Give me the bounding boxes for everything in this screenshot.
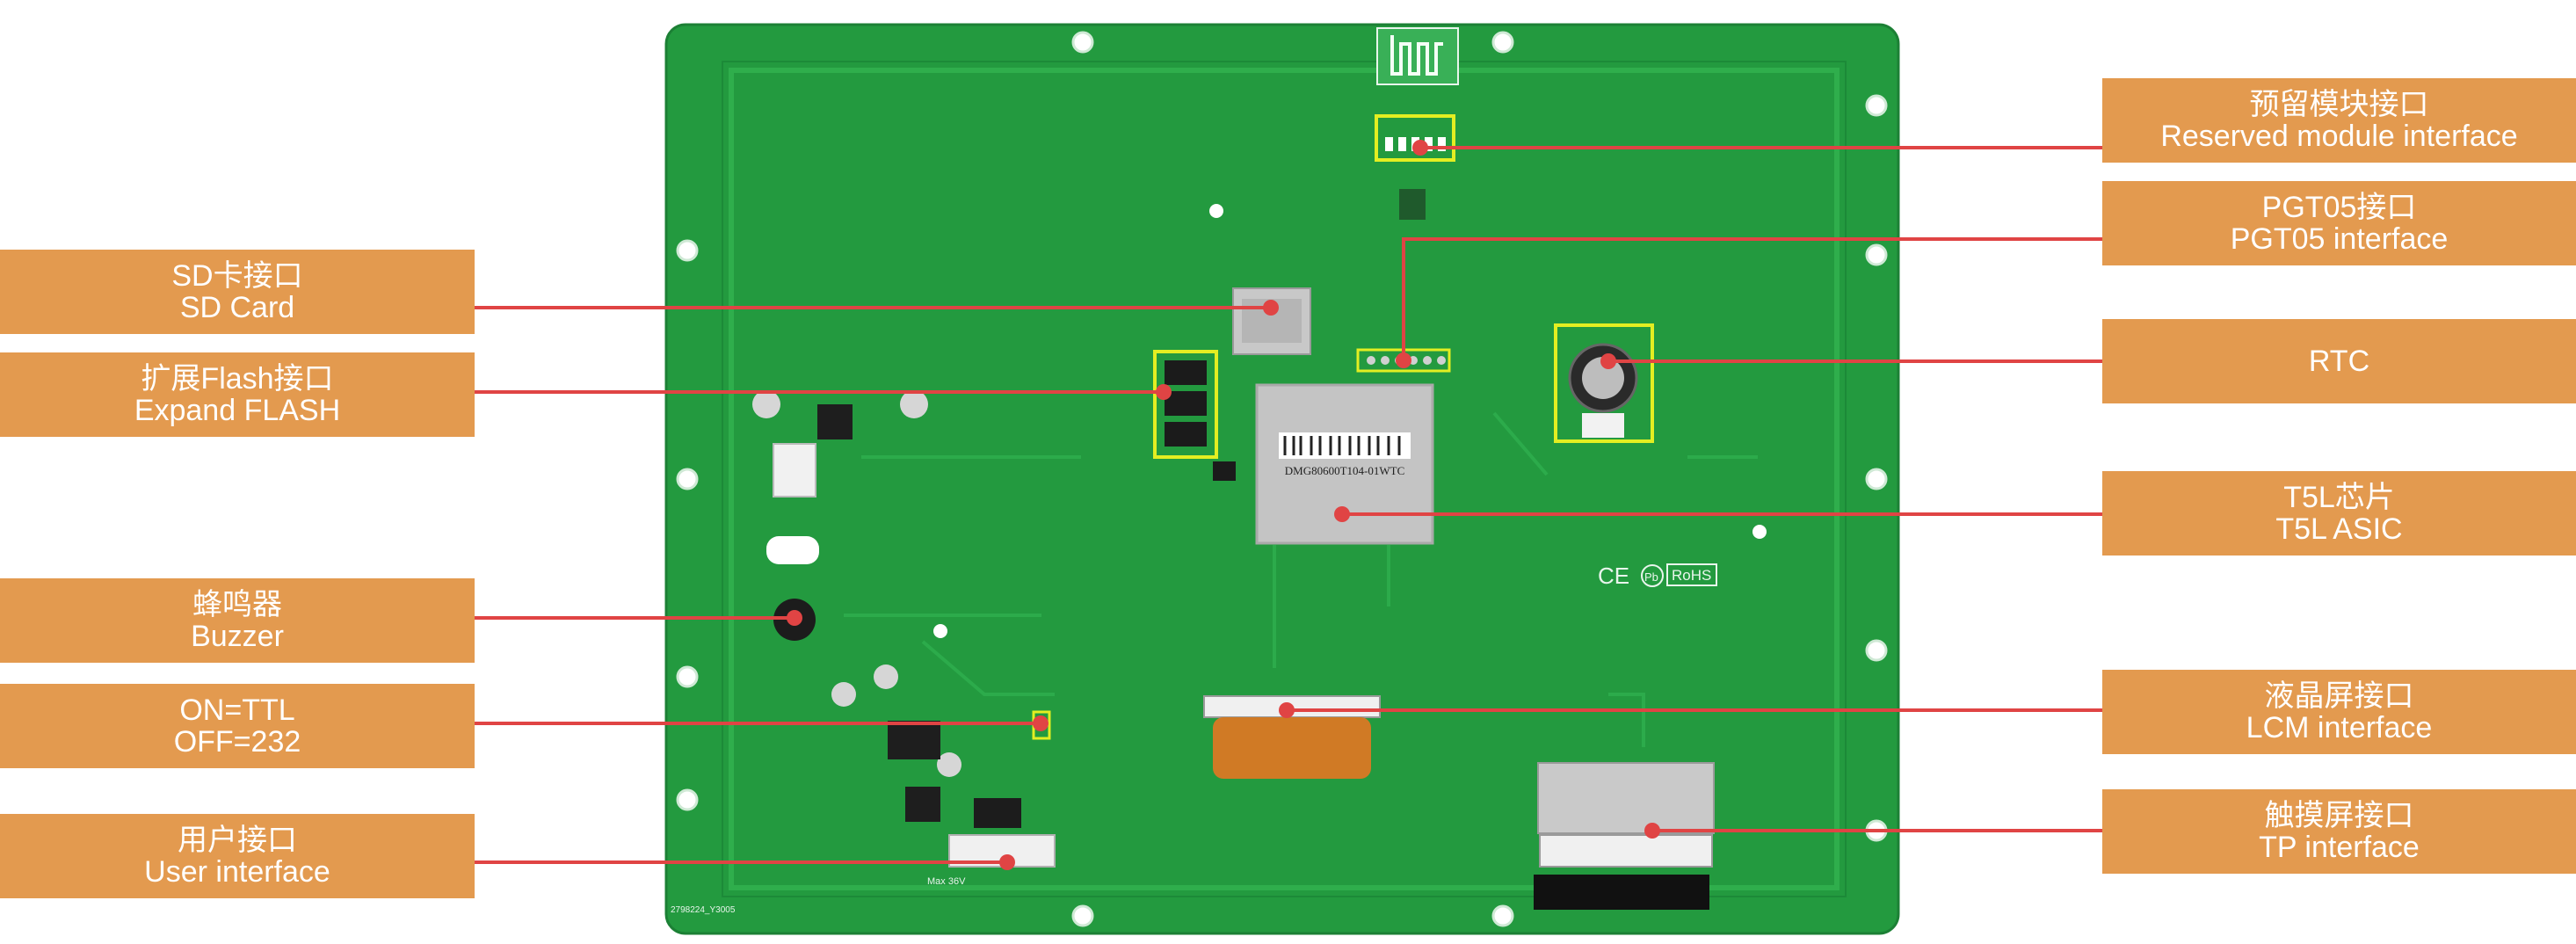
callout-en: PGT05 interface (2230, 222, 2449, 256)
callout-pgt05: PGT05接口 PGT05 interface (2102, 181, 2576, 265)
callout-t5l: T5L芯片 T5L ASIC (2102, 471, 2576, 556)
leader-dots (787, 140, 1660, 870)
capacitors (752, 390, 961, 777)
callout-en: Buzzer (191, 620, 284, 653)
callout-zh: T5L芯片 (2283, 481, 2395, 514)
callout-expand-flash: 扩展Flash接口 Expand FLASH (0, 352, 475, 437)
pb-mark: Pb (1644, 570, 1658, 584)
callout-zh: 蜂鸣器 (192, 588, 282, 621)
callout-en: OFF=232 (173, 725, 301, 759)
chip-label: DMG80600T104-01WTC (1285, 464, 1405, 477)
callout-zh: 扩展Flash接口 (141, 362, 334, 396)
callout-rtc: RTC (2102, 319, 2576, 403)
callout-en: SD Card (179, 291, 295, 324)
callout-zh: 液晶屏接口 (2264, 679, 2414, 713)
serial-label: 2798224_Y3005 (671, 905, 736, 915)
callout-en: LCM interface (2246, 711, 2433, 744)
callout-en: TP interface (2259, 831, 2420, 864)
callout-en: Expand FLASH (134, 394, 341, 427)
user-port-label: Max 36V (927, 876, 966, 887)
pcb-inner-border (729, 68, 1839, 890)
callout-en: T5L ASIC (2275, 512, 2403, 546)
flash-box (1153, 350, 1218, 459)
callout-sd-card: SD卡接口 SD Card (0, 250, 475, 334)
rtc-box (1554, 323, 1654, 443)
callout-zh: 触摸屏接口 (2264, 799, 2414, 832)
callout-ttl-232: ON=TTL OFF=232 (0, 684, 475, 768)
callout-zh: PGT05接口 (2261, 191, 2417, 224)
callout-tp: 触摸屏接口 TP interface (2102, 789, 2576, 874)
callout-buzzer: 蜂鸣器 Buzzer (0, 578, 475, 663)
tp-connector (1537, 762, 1715, 834)
callout-en: RTC (2308, 345, 2370, 378)
leader-lines (475, 146, 2102, 864)
callout-zh: SD卡接口 (171, 259, 303, 293)
callout-reserved-module: 预留模块接口 Reserved module interface (2102, 78, 2576, 163)
mounting-holes (676, 31, 1888, 927)
callout-en: User interface (144, 855, 330, 889)
callout-zh: 预留模块接口 (2249, 88, 2429, 121)
lcm-fpc (1213, 717, 1371, 779)
reserved-module-box (1375, 114, 1455, 162)
callout-user-interface: 用户接口 User interface (0, 814, 475, 898)
callout-zh: 用户接口 (178, 824, 297, 857)
ce-mark: CE (1598, 563, 1629, 589)
callout-en: Reserved module interface (2160, 120, 2518, 153)
callout-zh: ON=TTL (179, 693, 295, 727)
rohs-mark: RoHS (1672, 567, 1711, 584)
callout-lcm: 液晶屏接口 LCM interface (2102, 670, 2576, 754)
